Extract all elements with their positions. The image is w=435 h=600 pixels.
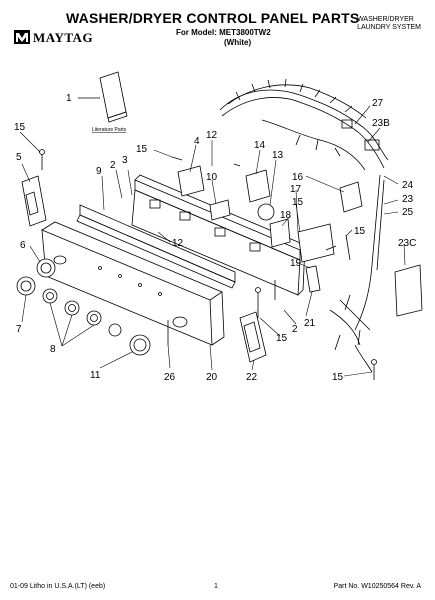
callout-6: 6	[20, 240, 26, 251]
control-components	[177, 165, 363, 293]
end-cap-right	[239, 311, 267, 363]
page-title: WASHER/DRYER CONTROL PANEL PARTS	[66, 10, 360, 26]
callout-9: 9	[96, 166, 102, 177]
callout-12-b: 12	[172, 238, 184, 249]
literature-parts-booklet	[78, 71, 128, 123]
callout-23c: 23C	[398, 238, 416, 249]
control-knobs	[16, 258, 151, 356]
callout-14: 14	[254, 140, 266, 151]
callout-19: 19	[290, 258, 302, 269]
callout-3: 3	[122, 155, 128, 166]
callout-12-a: 12	[206, 130, 218, 141]
model-color: (White)	[224, 38, 252, 47]
callout-15-d: 15	[354, 226, 366, 237]
category-line-2: LAUNDRY SYSTEM	[357, 24, 421, 31]
callout-13: 13	[272, 150, 284, 161]
callout-26: 26	[164, 372, 176, 383]
brand-wordmark: MAYTAG	[33, 30, 94, 45]
callout-10: 10	[206, 172, 218, 183]
product-category: WASHER/DRYER LAUNDRY SYSTEM	[357, 16, 421, 32]
callout-leaders	[19, 105, 406, 377]
callout-15-a: 15	[14, 122, 26, 133]
brand-logo: MAYTAG	[14, 30, 104, 46]
callout-17: 17	[290, 184, 302, 195]
callout-1: 1	[66, 93, 72, 104]
callout-24: 24	[402, 180, 414, 191]
callout-numbers: 1 15 12 4 14 13 27 23B 5 15 2 3 9 10 16 …	[14, 93, 416, 383]
callout-15-f: 15	[332, 372, 344, 383]
callout-21: 21	[304, 318, 316, 329]
callout-11: 11	[90, 370, 101, 381]
callout-15-e: 15	[276, 333, 288, 344]
footer-part-number: Part No. W10250564 Rev. A	[333, 583, 421, 590]
maytag-m-icon	[14, 30, 30, 44]
callout-18: 18	[280, 210, 292, 221]
category-line-1: WASHER/DRYER	[357, 16, 414, 23]
callout-8: 8	[50, 344, 56, 355]
console-rail	[76, 204, 236, 289]
callout-15-c: 15	[292, 197, 304, 208]
wiring-harness-upper	[219, 78, 389, 171]
footer-print-info: 01-09 Litho in U.S.A.(LT) (eeb)	[10, 583, 106, 590]
screws	[39, 149, 377, 380]
literature-parts-label: Literature Parts	[92, 127, 127, 133]
console-front-panel	[41, 221, 225, 346]
callout-5: 5	[16, 152, 22, 163]
callout-7: 7	[16, 324, 22, 335]
callout-4: 4	[194, 136, 200, 147]
callout-22: 22	[246, 372, 258, 383]
model-number: For Model: MET3800TW2	[176, 28, 271, 37]
callout-23: 23	[402, 194, 414, 205]
footer-page-number: 1	[214, 583, 218, 590]
callout-16: 16	[292, 172, 304, 183]
callout-20: 20	[206, 372, 218, 383]
callout-27: 27	[372, 98, 384, 109]
callout-25: 25	[402, 207, 414, 218]
callout-23b: 23B	[372, 118, 390, 129]
callout-2-a: 2	[110, 160, 116, 171]
callout-2-b: 2	[292, 324, 298, 335]
wiring-harness-lower	[329, 174, 423, 373]
callout-15-b: 15	[136, 144, 148, 155]
end-cap-left	[21, 175, 47, 227]
